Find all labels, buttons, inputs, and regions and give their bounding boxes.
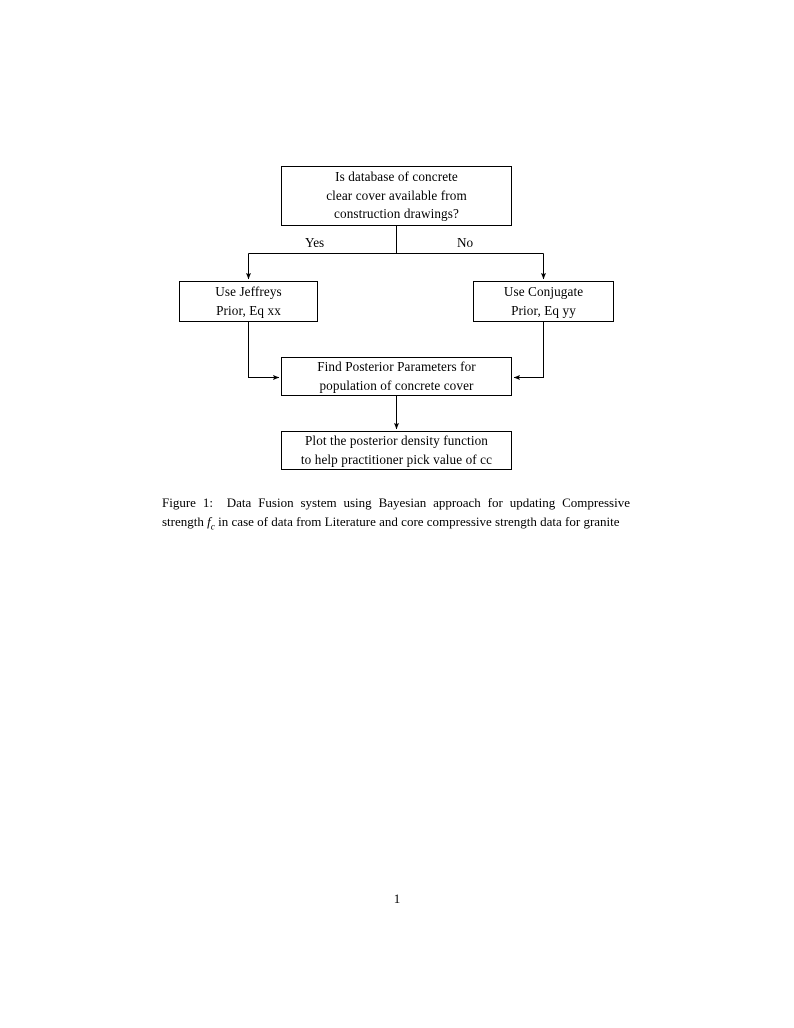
figure-caption-math-symbol: fc [207, 514, 215, 533]
branch-label-yes: Yes [305, 235, 325, 250]
flowchart-connectors [245, 226, 547, 430]
flow-node-decision-line-2: clear cover available from [326, 187, 467, 203]
figure-flowchart: Is database of concrete clear cover avai… [0, 0, 794, 490]
flow-node-decision: Is database of concrete clear cover avai… [281, 166, 512, 226]
flow-node-conjugate-prior: Use Conjugate Prior, Eq yy [473, 281, 614, 322]
flow-node-decision-line-3: construction drawings? [334, 206, 459, 222]
figure-caption-text-part2: in case of data from Literature and core… [218, 514, 620, 530]
figure-caption: Figure 1: Data Fusion system using Bayes… [162, 493, 630, 535]
flow-node-plot-line-1: Plot the posterior density function [305, 432, 488, 448]
flow-node-find-posterior: Find Posterior Parameters for population… [281, 357, 512, 396]
figure-caption-text-part1: Data Fusion system using Bayesian approa… [162, 495, 630, 530]
math-base: f [207, 514, 211, 530]
flow-node-decision-line-1: Is database of concrete [335, 168, 458, 184]
flow-node-posterior-line-1: Find Posterior Parameters for [317, 358, 476, 374]
flow-node-jeffreys-line-2: Prior, Eq xx [216, 302, 281, 318]
flow-node-plot-line-2: to help practitioner pick value of cc [300, 451, 493, 467]
figure-caption-label: Figure 1: [162, 495, 213, 510]
flow-node-posterior-line-2: population of concrete cover [319, 377, 474, 393]
connector-jeffreys-to-posterior [248, 322, 280, 381]
branch-label-no: No [457, 235, 474, 250]
math-subscript: c [210, 522, 215, 533]
connector-conjugate-to-posterior [513, 322, 544, 381]
flow-node-jeffreys-line-1: Use Jeffreys [215, 283, 282, 299]
flow-node-jeffreys-prior: Use Jeffreys Prior, Eq xx [179, 281, 318, 322]
page-number: 1 [393, 891, 401, 906]
flow-node-conjugate-line-2: Prior, Eq yy [511, 302, 576, 318]
flow-node-plot-density: Plot the posterior density function to h… [281, 431, 512, 470]
flow-node-conjugate-line-1: Use Conjugate [503, 283, 584, 299]
